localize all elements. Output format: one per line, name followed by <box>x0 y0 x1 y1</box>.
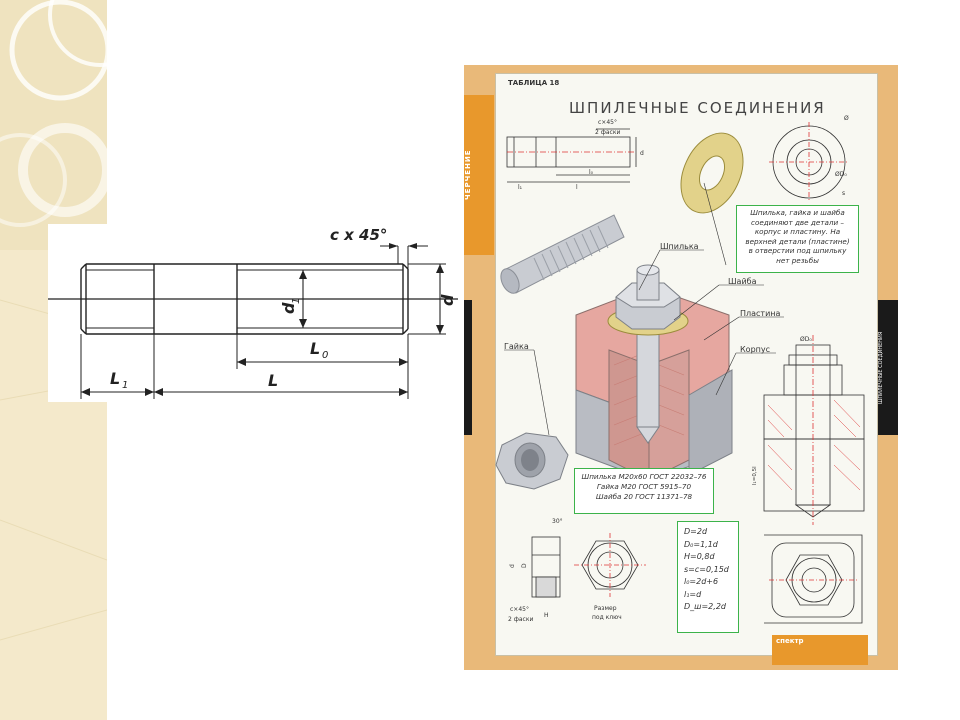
top-l0-label: l₀ <box>589 169 594 176</box>
formula-line: D₀=1,1d <box>684 539 718 549</box>
publisher-logo-text: спектр <box>776 637 804 645</box>
washer-3d <box>680 132 744 214</box>
poster-left-bar <box>464 300 472 435</box>
chamfer-bottom-label: c×45° <box>510 606 529 613</box>
callout-washer: Шайба <box>728 277 757 286</box>
end-length-label: L <box>110 369 120 388</box>
formula-line: l₁=d <box>684 589 702 599</box>
formula-note: D=2d D₀=1,1d H=0,8d s=c=0,15d l₀=2d+6 l₁… <box>677 521 739 633</box>
angle-label: 30° <box>552 518 563 525</box>
thread-diameter-sub: 1 <box>291 298 302 304</box>
hole-d0-label: ØD₀ <box>800 336 812 343</box>
plan-view <box>764 534 863 624</box>
callout-stud: Шпилька <box>660 242 699 251</box>
publisher-logo: спектр <box>772 635 868 665</box>
spec-line: Шпилька М20х60 ГОСТ 22032–76 <box>581 472 707 481</box>
washer-d0-label: ØD₀ <box>835 171 847 178</box>
top-d-label: d <box>640 150 644 157</box>
thread-diameter-label: d <box>279 302 298 314</box>
poster-illustrations: c×45° 2 фаски l₁ l l₀ d Ø ØD₀ s <box>495 115 865 624</box>
formula-line: s=c=0,15d <box>684 564 729 574</box>
end-length-sub: 1 <box>122 380 128 391</box>
nut-top-view <box>574 533 646 597</box>
assembly-cutaway <box>575 264 733 481</box>
chamfer-bottom-label-2: 2 фаски <box>508 616 533 623</box>
description-line: соединяют две детали – <box>751 217 844 227</box>
callout-plate: Пластина <box>740 309 781 318</box>
formula-line: D=2d <box>684 527 708 536</box>
key-size-label-2: под ключ <box>592 614 622 621</box>
small-stud-drawing <box>506 128 637 183</box>
stud-drawing-svg: c x 45° d d 1 L 0 L L 1 <box>48 226 458 399</box>
poster: ЧЕРЧЕНИЕ ШПИЛЕЧНЫЕ СОЕДИНЕНИЯ ТАБЛИЦА 18… <box>464 65 898 670</box>
top-l-label: l <box>576 184 578 191</box>
nut-h-label: H <box>544 612 549 619</box>
description-line: нет резьбы <box>776 255 819 265</box>
stud-3d <box>500 214 625 294</box>
spec-line: Шайба 20 ГОСТ 11371–78 <box>595 492 693 501</box>
description-line: корпус и пластину. На <box>754 227 841 236</box>
spec-line: Гайка М20 ГОСТ 5915–70 <box>596 482 692 491</box>
nut-side-view <box>531 536 561 598</box>
stud-drawing: c x 45° d d 1 L 0 L L 1 <box>48 224 465 402</box>
diameter-label: d <box>438 294 457 306</box>
washer-d-label: Ø <box>844 115 849 122</box>
key-size-label: Размер <box>594 605 617 612</box>
chamfer-top-label: c×45° <box>598 119 617 126</box>
section-view <box>763 335 865 525</box>
description-line: Шпилька, гайка и шайба <box>750 208 845 217</box>
poster-side-tab: ЧЕРЧЕНИЕ <box>464 95 494 255</box>
poster-right-bar: ШПИЛЕЧНЫЕ СОЕДИНЕНИЯ <box>878 300 898 435</box>
length-label: L <box>268 371 278 390</box>
chamfer-label: c x 45° <box>330 226 387 244</box>
callout-body: Корпус <box>740 345 771 354</box>
formula-line: D_ш=2,2d <box>684 602 726 611</box>
top-l1-label: l₁ <box>518 184 523 191</box>
l-dim-label: l₁=0,5l <box>752 466 758 485</box>
description-line: в отверстии под шпильку <box>748 246 847 255</box>
chamfer-top-label-2: 2 фаски <box>595 129 620 136</box>
poster-title: ШПИЛЕЧНЫЕ СОЕДИНЕНИЯ <box>569 99 826 117</box>
nut-3d <box>495 432 569 490</box>
poster-table-number: ТАБЛИЦА 18 <box>508 79 560 87</box>
nut-big-d-label: D <box>521 563 528 568</box>
washer-top-view <box>769 122 849 202</box>
nut-d-label: d <box>509 564 516 568</box>
washer-s-label: s <box>842 190 845 197</box>
formula-line: H=0,8d <box>684 552 715 561</box>
thread-length-label: L <box>310 339 320 358</box>
description-note: Шпилька, гайка и шайба соединяют две дет… <box>736 205 859 273</box>
thread-length-sub: 0 <box>322 350 328 361</box>
formula-line: l₀=2d+6 <box>684 577 719 586</box>
spec-note: Шпилька М20х60 ГОСТ 22032–76 Гайка М20 Г… <box>574 468 714 514</box>
description-line: верхней детали (пластине) <box>745 236 850 246</box>
callout-nut: Гайка <box>504 342 529 351</box>
